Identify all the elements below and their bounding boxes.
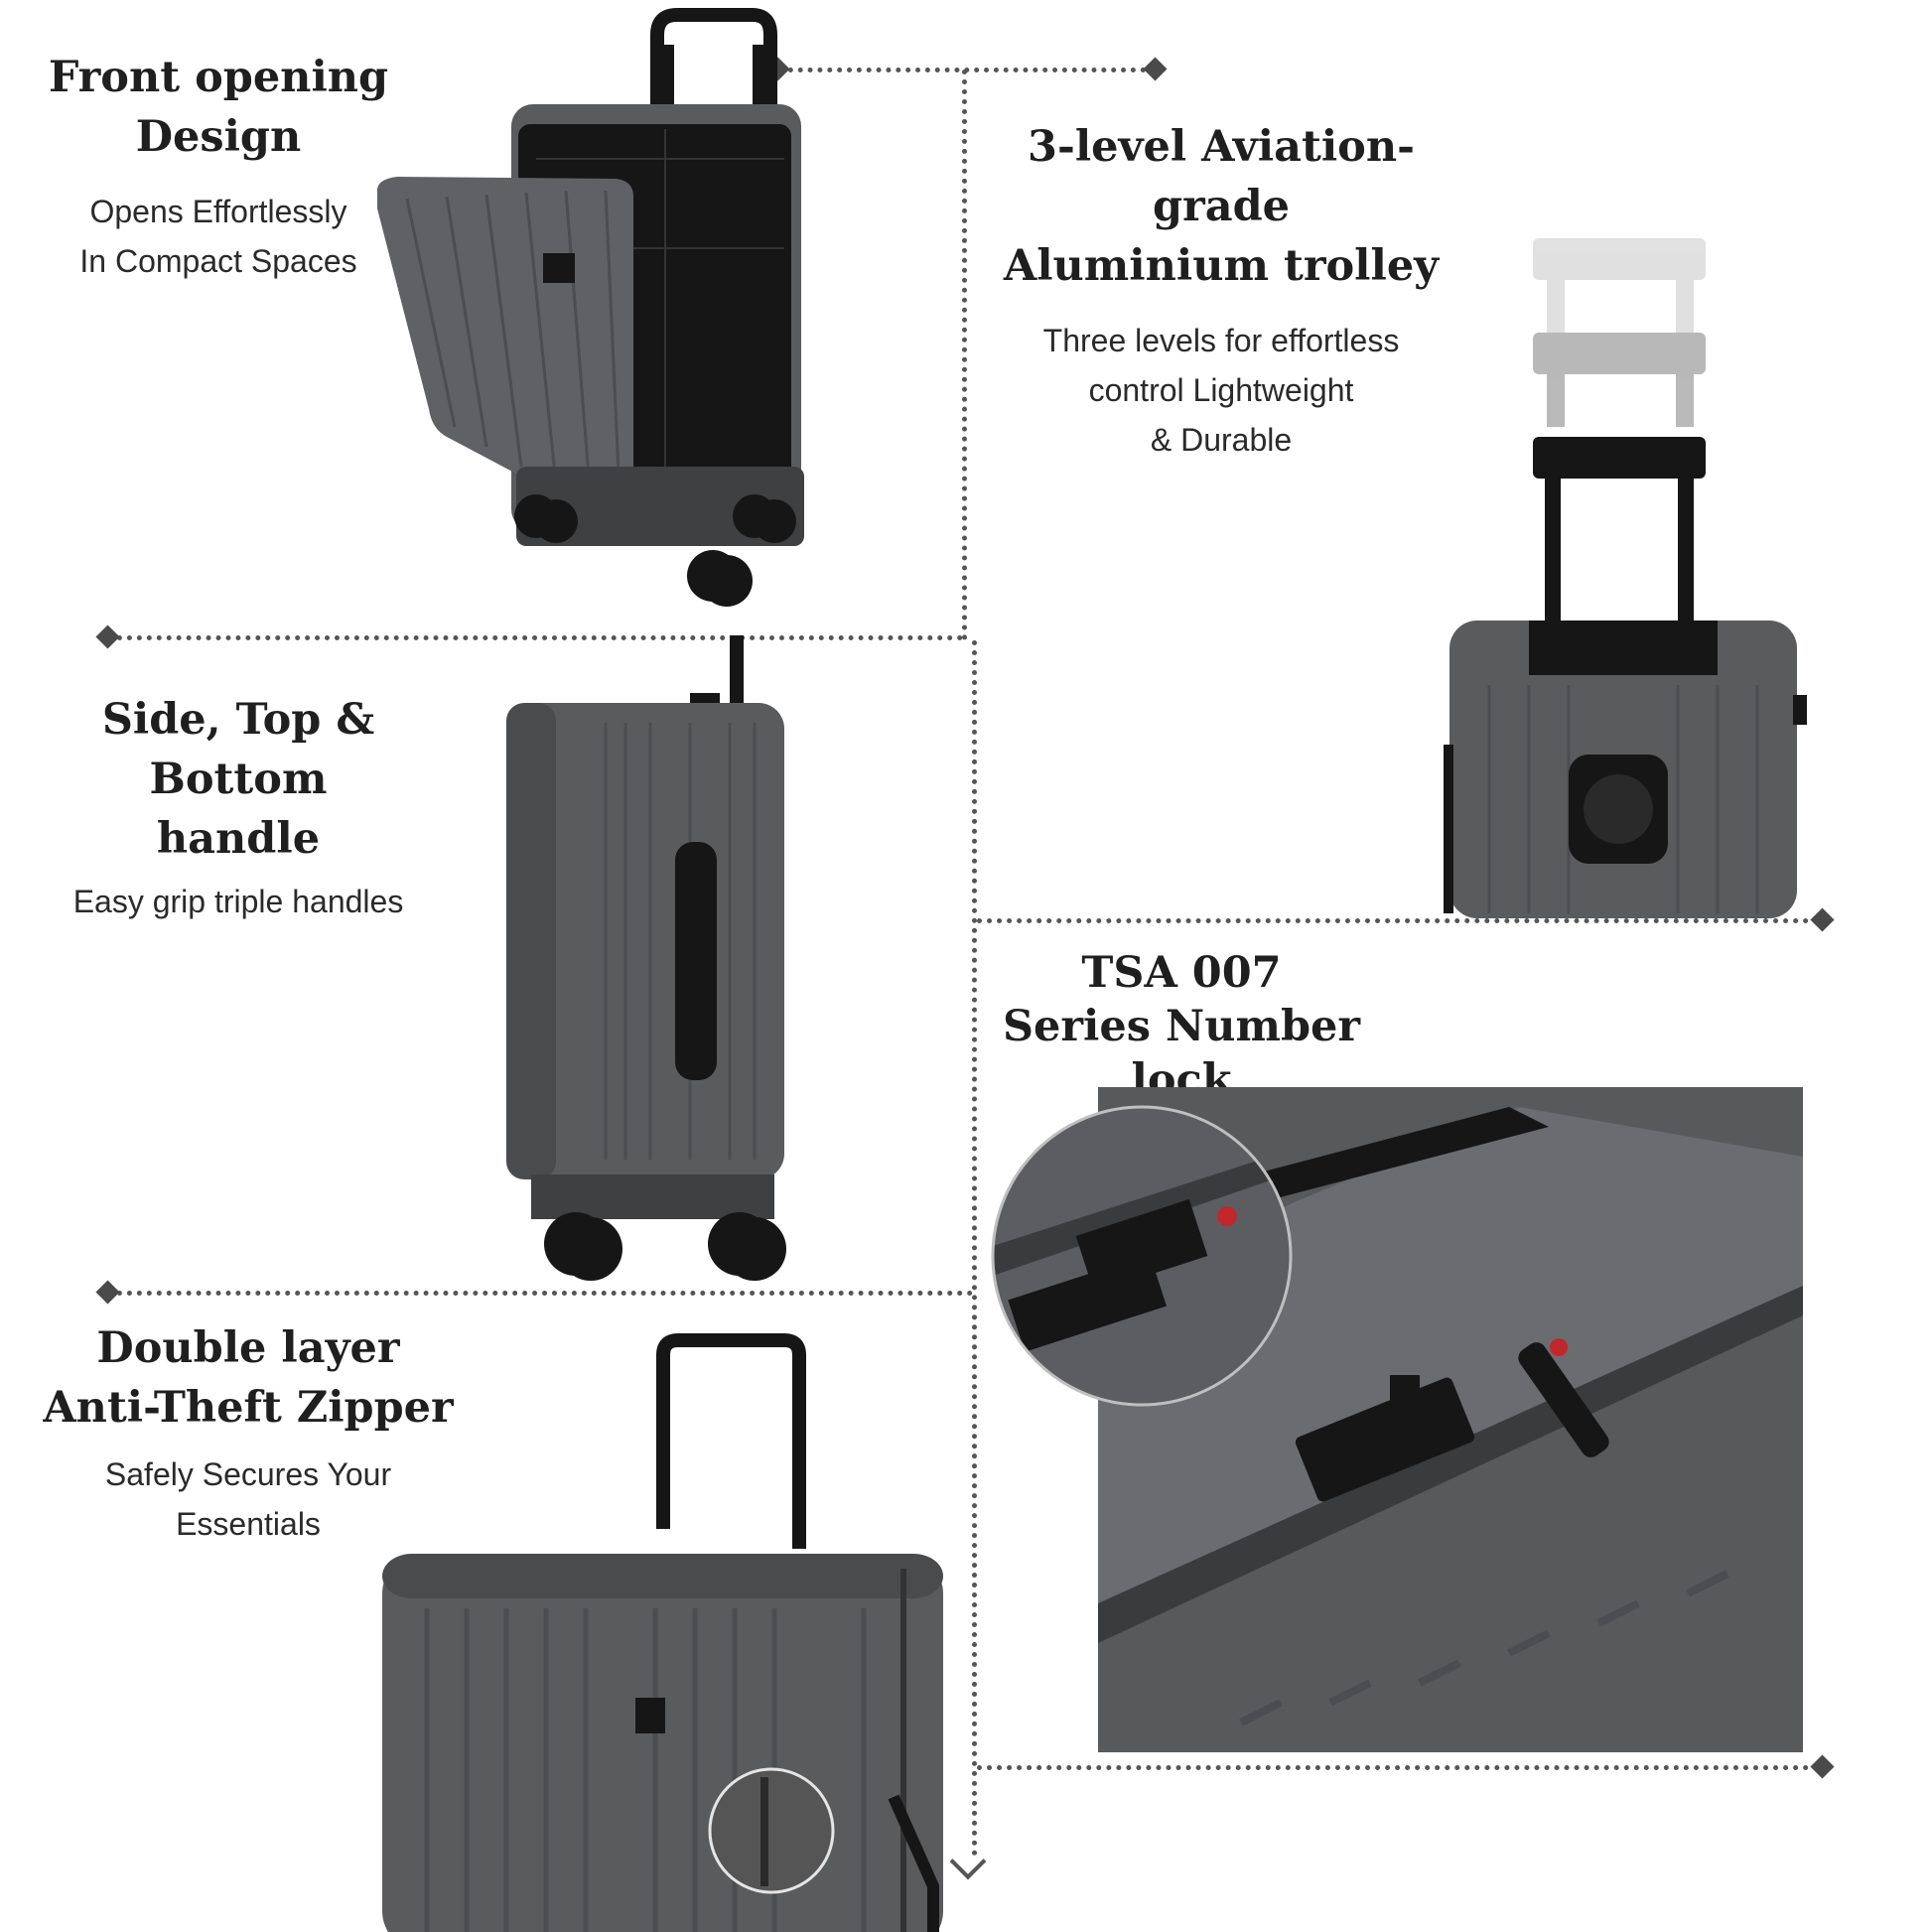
connector-line-vertical-lower bbox=[972, 640, 977, 1857]
suitcase-side-view-image bbox=[506, 635, 786, 1281]
zoom-lens-icon bbox=[708, 1767, 835, 1894]
feature-description: Easy grip triple handles bbox=[72, 884, 404, 919]
feature-description: Opens Effortlessly In Compact Spaces bbox=[79, 194, 357, 279]
suitcase-front-opening-image bbox=[377, 8, 804, 607]
feature-title: 3-level Aviation-grade Aluminium trolley bbox=[1003, 122, 1440, 291]
connector-line-trolley bbox=[977, 918, 1819, 923]
connector-line-lock bbox=[977, 1765, 1819, 1770]
feature-lock: TSA 007 Series Number lock bbox=[983, 946, 1380, 1107]
feature-front-opening: Front opening Design Opens Effortlessly … bbox=[20, 48, 417, 286]
feature-title: TSA 007 Series Number lock bbox=[1002, 948, 1361, 1105]
connector-line-vertical-upper bbox=[962, 69, 967, 640]
feature-title: Front opening Design bbox=[48, 53, 389, 162]
connector-line-zipper bbox=[107, 1291, 973, 1296]
feature-title: Double layer Anti-Theft Zipper bbox=[43, 1323, 454, 1433]
feature-handles: Side, Top & Bottom handle Easy grip trip… bbox=[15, 690, 462, 926]
diamond-marker-icon bbox=[95, 1280, 120, 1305]
diamond-marker-icon bbox=[1810, 1754, 1835, 1779]
diamond-marker-icon bbox=[1143, 57, 1168, 81]
feature-trolley: 3-level Aviation-grade Aluminium trolley… bbox=[973, 117, 1469, 465]
suitcase-trolley-levels-image bbox=[1444, 238, 1807, 918]
feature-description: Safely Secures Your Essentials bbox=[104, 1456, 392, 1542]
connector-line-handles bbox=[107, 635, 963, 640]
suitcase-zipper-image bbox=[382, 1333, 943, 1932]
zoom-lens-icon bbox=[993, 1107, 1291, 1405]
diamond-marker-icon bbox=[95, 624, 120, 649]
feature-description: Three levels for effortless control Ligh… bbox=[1042, 323, 1400, 458]
connector-line-top bbox=[778, 68, 1156, 72]
feature-title: Side, Top & Bottom handle bbox=[101, 695, 375, 864]
feature-zipper: Double layer Anti-Theft Zipper Safely Se… bbox=[40, 1318, 457, 1549]
tsa-lock-closeup-image bbox=[991, 1087, 1803, 1752]
